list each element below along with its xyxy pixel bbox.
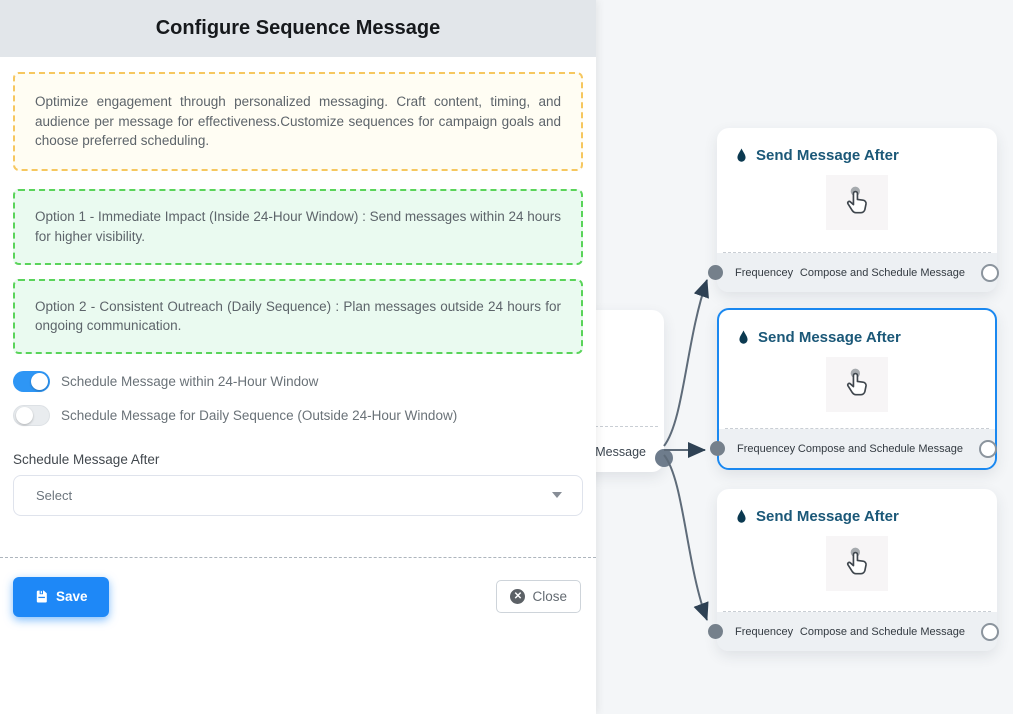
schedule-after-label: Schedule Message After bbox=[13, 451, 160, 467]
save-button-label: Save bbox=[56, 589, 88, 605]
save-button[interactable]: Save bbox=[13, 576, 109, 617]
source-output-handle[interactable] bbox=[655, 449, 673, 467]
toggle-knob bbox=[16, 406, 33, 424]
panel-title: Configure Sequence Message bbox=[155, 17, 441, 39]
compose-schedule-label: Compose and Schedule Message bbox=[797, 442, 963, 455]
node-title: Send Message After bbox=[756, 147, 899, 164]
node-header: Send Message After bbox=[717, 489, 997, 525]
output-handle[interactable] bbox=[979, 439, 997, 458]
node-footer: Frequencey Compose and Schedule Message bbox=[708, 612, 999, 651]
node-body bbox=[719, 346, 995, 428]
close-button[interactable]: ✕ Close bbox=[496, 580, 581, 614]
close-icon: ✕ bbox=[510, 589, 526, 605]
output-handle[interactable] bbox=[981, 263, 999, 282]
node-header: Send Message After bbox=[719, 310, 995, 346]
input-handle[interactable] bbox=[708, 265, 723, 280]
node-title: Send Message After bbox=[756, 508, 899, 525]
flow-canvas[interactable]: ce Message Send Message After bbox=[596, 0, 1013, 714]
footer-divider bbox=[0, 556, 596, 558]
toggle-daily-label: Schedule Message for Daily Sequence (Out… bbox=[61, 407, 458, 423]
input-handle[interactable] bbox=[710, 441, 725, 456]
toggle-24h-label: Schedule Message within 24-Hour Window bbox=[61, 373, 319, 389]
source-node-label: ce Message bbox=[596, 445, 646, 459]
node-body bbox=[717, 164, 997, 252]
frequency-label: Frequencey bbox=[735, 266, 794, 279]
node-card-send-message-after-2[interactable]: Send Message After Frequencey Compose an… bbox=[710, 308, 997, 470]
button-row: Save ✕ Close bbox=[13, 576, 583, 617]
node-divider bbox=[723, 611, 991, 612]
option-2-box: Option 2 - Consistent Outreach (Daily Se… bbox=[13, 278, 583, 354]
source-node-divider bbox=[596, 426, 658, 427]
schedule-after-select[interactable]: Select bbox=[13, 474, 583, 516]
toggle-row-daily: Schedule Message for Daily Sequence (Out… bbox=[13, 404, 583, 426]
output-handle[interactable] bbox=[981, 622, 999, 641]
frequency-label: Frequencey bbox=[737, 442, 796, 455]
edge-to-node-1 bbox=[663, 279, 709, 447]
node-card-send-message-after-3[interactable]: Send Message After Frequencey Compose an… bbox=[708, 489, 999, 651]
panel-body: Optimize engagement through personalized… bbox=[0, 72, 596, 617]
chevron-down-icon bbox=[552, 492, 562, 499]
option-1-box: Option 1 - Immediate Impact (Inside 24-H… bbox=[13, 189, 583, 265]
droplet-icon bbox=[737, 329, 750, 346]
input-handle[interactable] bbox=[708, 624, 723, 639]
toggle-24h-window[interactable] bbox=[13, 370, 50, 392]
select-value: Select bbox=[36, 487, 73, 503]
source-node-partial[interactable]: ce Message bbox=[596, 310, 673, 472]
node-title: Send Message After bbox=[758, 329, 901, 346]
toggle-daily-sequence[interactable] bbox=[13, 404, 50, 426]
edge-to-node-3 bbox=[663, 454, 709, 621]
toggle-row-24h: Schedule Message within 24-Hour Window bbox=[13, 370, 583, 392]
node-footer: Frequencey Compose and Schedule Message bbox=[710, 429, 997, 468]
tap-hand-icon bbox=[826, 357, 888, 412]
tap-hand-icon bbox=[826, 536, 888, 591]
tap-hand-icon bbox=[826, 175, 888, 230]
panel-header: Configure Sequence Message bbox=[0, 0, 596, 57]
node-header: Send Message After bbox=[717, 128, 997, 164]
compose-schedule-label: Compose and Schedule Message bbox=[799, 266, 965, 279]
compose-schedule-label: Compose and Schedule Message bbox=[799, 625, 965, 638]
save-icon bbox=[34, 589, 49, 604]
frequency-label: Frequencey bbox=[735, 625, 794, 638]
close-button-label: Close bbox=[532, 589, 567, 605]
droplet-icon bbox=[735, 147, 748, 164]
node-body bbox=[717, 525, 997, 611]
node-card-send-message-after-1[interactable]: Send Message After Frequencey Compose an… bbox=[708, 128, 999, 292]
node-footer: Frequencey Compose and Schedule Message bbox=[708, 253, 999, 292]
intro-note-box: Optimize engagement through personalized… bbox=[13, 72, 583, 172]
config-panel: Configure Sequence Message Optimize enga… bbox=[0, 0, 596, 617]
node-divider bbox=[725, 428, 989, 429]
toggle-knob bbox=[31, 372, 48, 390]
droplet-icon bbox=[735, 508, 748, 525]
node-divider bbox=[723, 252, 991, 253]
